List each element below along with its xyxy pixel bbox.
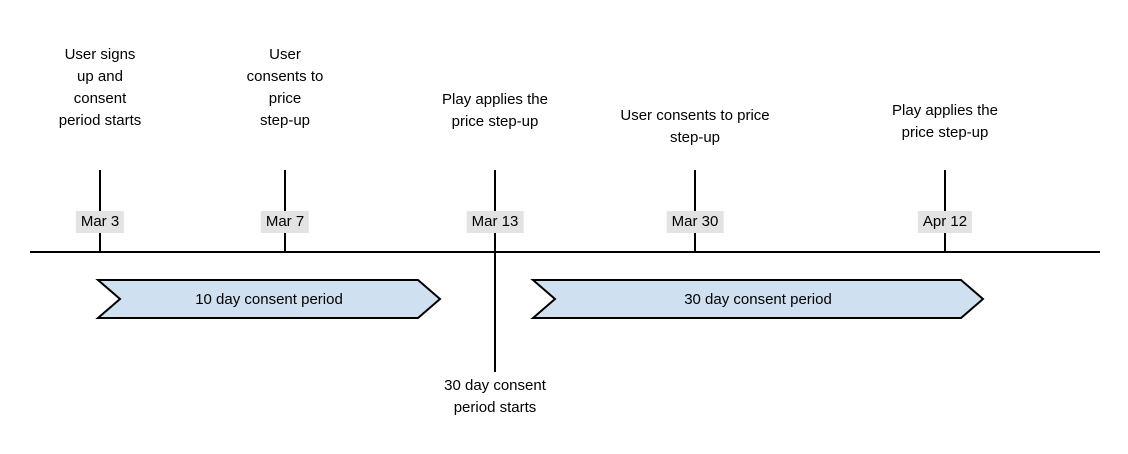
tick-mark-mar-13 (494, 170, 496, 211)
period-banner-shape (533, 280, 983, 318)
event-label-mar-13: Play applies the price step-up (442, 91, 548, 130)
event-label-mar-7: User consents to price step-up (246, 46, 324, 129)
event-label-mar-30: User consents to price step-up (620, 107, 770, 146)
tick-stem-mar-3 (99, 233, 101, 253)
date-chip-apr-12: Apr 12 (917, 211, 973, 233)
tick-mark-apr-12 (944, 170, 946, 211)
tick-stem-mar-13 (494, 233, 496, 253)
date-chip-mar-7: Mar 7 (260, 211, 310, 233)
date-chip-mar-3: Mar 3 (75, 211, 125, 233)
event-label-apr-12: Play applies the price step-up (892, 102, 998, 141)
tick-stem-apr-12 (944, 233, 946, 253)
tick-stem-mar-30 (694, 233, 696, 253)
date-chip-mar-13: Mar 13 (466, 211, 524, 233)
tick-mark-mar-3 (99, 170, 101, 211)
tick-mark-mar-13-start (494, 251, 496, 372)
tick-mark-mar-30 (694, 170, 696, 211)
tick-stem-mar-7 (284, 233, 286, 253)
period-banner-period-30-day: 30 day consent period (533, 280, 983, 318)
period-banner-shape (98, 280, 440, 318)
date-chip-mar-30: Mar 30 (666, 211, 724, 233)
event-label-mar-3: User signs up and consent period starts (58, 46, 142, 129)
period-banner-period-10-day: 10 day consent period (98, 280, 440, 318)
timeline-axis (30, 251, 1100, 253)
event-label-mar-13-start: 30 day consent period starts (444, 377, 546, 416)
tick-mark-mar-7 (284, 170, 286, 211)
